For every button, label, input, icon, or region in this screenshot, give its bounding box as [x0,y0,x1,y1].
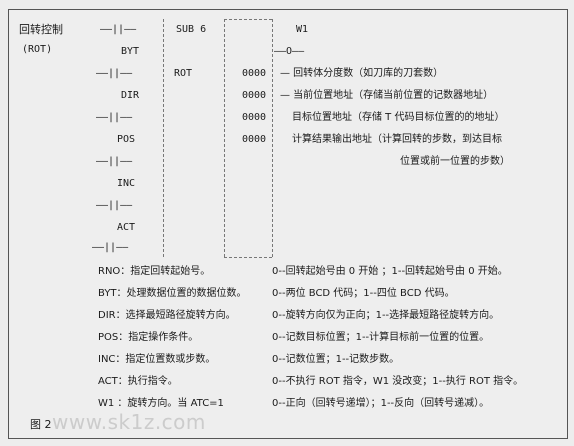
note-key: W1 ：旋转方向。当 ATC=1 [98,398,224,409]
param-desc: 计算结果输出地址（计算回转的步数，到达目标 [292,134,502,145]
note-key: ACT：执行指令。 [98,376,178,387]
note-value: 0--不执行 ROT 指令，W1 没改变；1--执行 ROT 指令。 [272,376,524,387]
watermark: www.sk1z.com [52,410,206,434]
note-key: RNO：指定回转起始号。 [98,266,211,277]
note-key: BYT：处理数据位置的数据位数。 [98,288,247,299]
block-top-edge [224,19,272,20]
block-right-edge [272,19,273,257]
dir-label: DIR [121,90,140,101]
param-desc: — 当前位置地址（存储当前位置的记数器地址） [280,90,494,101]
rung-contact-4: ——||—— [96,156,133,167]
rot-label: ROT [174,68,193,79]
note-key: DIR：选择最短路径旋转方向。 [98,310,236,321]
pos-label: POS [117,134,136,145]
byt-label: BYT [121,46,140,57]
block-divider [224,19,225,257]
param-desc-continued: 位置或前一位置的步数） [400,156,510,167]
note-value: 0--两位 BCD 代码；1--四位 BCD 代码。 [272,288,455,299]
section-subtitle: (ROT) [22,44,53,55]
note-value: 0--旋转方向仅为正向；1--选择最短路径旋转方向。 [272,310,500,321]
param-desc: — 回转体分度数（如刀库的刀套数） [280,68,444,79]
note-value: 0--记数位置；1--记数步数。 [272,354,400,365]
rung-contact-1: ——||—— [100,24,137,35]
note-key: POS：指定操作条件。 [98,332,199,343]
rung-contact-2: ——||—— [96,68,133,79]
inc-label: INC [117,178,136,189]
rung-contact-3: ——||—— [96,112,133,123]
note-key: INC：指定位置数或步数。 [98,354,216,365]
note-value: 0--回转起始号由 0 开始 ；1--回转起始号由 0 开始。 [272,266,508,277]
figure-caption: 图 2 [30,418,52,431]
note-value: 0--正向（回转号递增）；1--反向（回转号递减）。 [272,398,490,409]
param-code: 0000 [242,90,267,101]
w1-coil: ——O—— [274,46,305,57]
rung-contact-5: ——||—— [96,200,133,211]
note-value: 0--记数目标位置；1--计算目标前一位置的位置。 [272,332,490,343]
param-code: 0000 [242,112,267,123]
diagram-frame [8,9,568,439]
section-title: 回转控制 [19,23,63,36]
act-label: ACT [117,222,136,233]
param-desc: 目标位置地址（存储 T 代码目标位置的的地址） [292,112,505,123]
param-code: 0000 [242,68,267,79]
block-left-edge [163,19,164,257]
block-bottom-edge [224,257,272,258]
param-code: 0000 [242,134,267,145]
w1-label: W1 [296,24,309,35]
rung-contact-6: ——||—— [92,242,129,253]
instruction-label: SUB 6 [176,24,207,35]
